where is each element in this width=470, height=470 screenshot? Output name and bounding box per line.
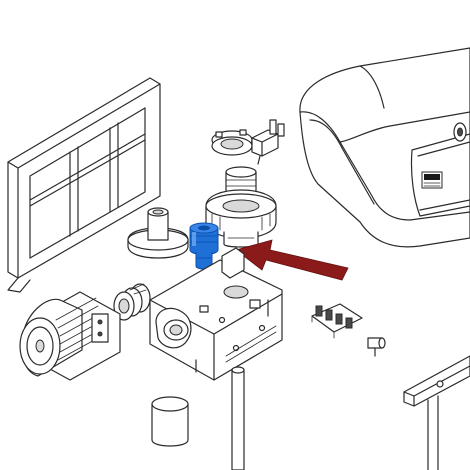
release-shaft[interactable]: [231, 366, 245, 470]
cover-housing[interactable]: [299, 47, 470, 248]
small-connector[interactable]: [367, 337, 386, 357]
cylindrical-pin[interactable]: [151, 396, 189, 447]
flanged-spacer[interactable]: [127, 207, 189, 259]
cam-ring[interactable]: [211, 129, 253, 156]
highlighted-bushing[interactable]: [189, 222, 219, 270]
electric-motor[interactable]: [19, 291, 121, 381]
gearbox-housing[interactable]: [149, 247, 283, 381]
mounting-bracket[interactable]: [7, 77, 161, 293]
terminal-block[interactable]: [311, 303, 363, 339]
base-plate[interactable]: [403, 355, 470, 470]
pointer-arrow: [235, 239, 349, 281]
display-screen: [424, 174, 440, 180]
drive-gear-assembly[interactable]: [205, 166, 277, 248]
limit-switch[interactable]: [251, 119, 285, 165]
